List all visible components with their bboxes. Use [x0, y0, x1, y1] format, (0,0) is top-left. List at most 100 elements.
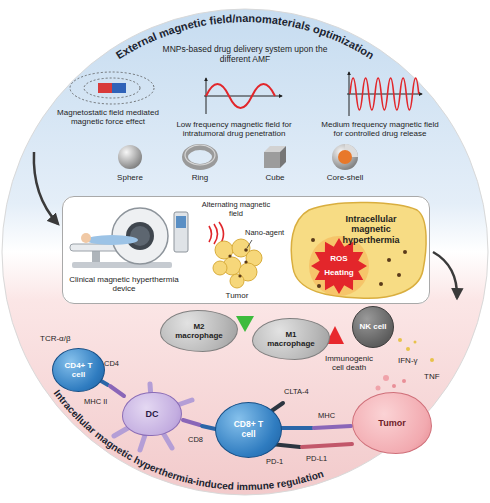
- console-screen: [176, 216, 186, 228]
- nanoparticle: [244, 260, 247, 263]
- node-text: Clinical magnetic hyperthermia device: [67, 275, 181, 293]
- cell-debris: [392, 384, 396, 388]
- text-label: CD8: [188, 436, 218, 445]
- bed-leg: [92, 250, 100, 262]
- nk-cell: NK cell: [352, 306, 394, 348]
- cell-membrane: [291, 202, 426, 298]
- device-panel: Clinical magnetic hyperthermia device Alt…: [62, 196, 430, 304]
- text-label: PD-L1: [306, 455, 342, 464]
- node-text: M2 macrophage: [173, 322, 226, 340]
- field-wave: [209, 226, 212, 242]
- field-wave: [214, 224, 218, 244]
- node-text: ROS: [319, 254, 359, 263]
- cell-debris: [383, 375, 389, 381]
- device-base: [72, 262, 172, 268]
- cytokine-dot: [430, 358, 434, 362]
- node-text: NK cell: [359, 322, 386, 331]
- nanoparticle: [379, 282, 383, 286]
- ros-burst: [311, 238, 367, 294]
- node-text: Heating: [319, 268, 359, 277]
- text-label: CLTA-4: [284, 388, 324, 397]
- wave-axis: [349, 72, 350, 116]
- mhc-receptor: [183, 420, 200, 425]
- node-text: Alternating magnetic field: [201, 201, 271, 218]
- cytokine-dot: [406, 347, 410, 351]
- magnet-north: [98, 83, 112, 93]
- node-text: M1 macrophage: [265, 330, 318, 348]
- node-text: Tumor: [215, 291, 259, 300]
- nanoparticle: [317, 284, 321, 288]
- nanoparticle: [397, 273, 401, 277]
- mhc-receptor: [314, 426, 351, 428]
- text-label: Immunogenic cell death: [318, 354, 380, 372]
- text-label: Sphere: [105, 173, 155, 182]
- cytokine-dot: [398, 338, 402, 342]
- text-label: MNPs-based drug delivery system upon the…: [160, 45, 330, 65]
- patient-head: [81, 233, 91, 243]
- nanoparticle: [244, 248, 248, 252]
- text-label: IFN-γ: [398, 356, 428, 365]
- tumor-cell-small: [230, 274, 244, 288]
- magnet-south: [112, 83, 126, 93]
- text-label: PD-1: [266, 458, 292, 467]
- ground-circle: [2, 9, 488, 495]
- text-label: TNF: [424, 372, 450, 381]
- tcr-receptor: [277, 426, 312, 430]
- node-text: CD8+ T cell: [226, 420, 271, 440]
- nanoparticle: [238, 274, 241, 277]
- dc-dendrites: [114, 384, 192, 450]
- cube-face: [280, 146, 286, 168]
- text-label: CD4: [104, 360, 134, 369]
- macrophage-cell: M2 macrophage: [160, 310, 238, 352]
- flow-arrow: [34, 152, 58, 224]
- nanoparticle: [311, 238, 315, 242]
- tumor-cell-small: [215, 241, 233, 259]
- t-cell: CD8+ T cell: [215, 402, 282, 458]
- wave-axis: [347, 94, 422, 95]
- panel-ground: [62, 196, 430, 304]
- sphere-particle: [118, 145, 142, 169]
- mhc-ii-receptor: [110, 386, 124, 396]
- low-frequency-wave: [206, 84, 275, 108]
- tumor-cell-small: [213, 261, 227, 275]
- patient-body: [86, 235, 138, 245]
- node-text: Tumor: [378, 418, 405, 428]
- cytokine-dot: [414, 341, 417, 344]
- gantry-bore: [126, 222, 154, 250]
- node-text: DC: [146, 409, 159, 419]
- core-shell-particle: [332, 144, 358, 170]
- hyperthermia-cell: Intracellular magnetic hyperthermiaROS He…: [289, 200, 427, 302]
- text-label: Magnetostatic field mediated magnetic fo…: [46, 108, 170, 126]
- nanoparticle: [403, 250, 407, 254]
- text-label: MHC: [318, 412, 348, 421]
- dendritic-cell: DC: [122, 392, 182, 436]
- text-label: Cube: [250, 173, 300, 182]
- field-line: [70, 72, 154, 104]
- text-label: Low frequency magnetic field for intratu…: [166, 120, 302, 138]
- flow-arrow: [433, 252, 457, 298]
- leader-line: [247, 240, 252, 248]
- particle-core: [338, 150, 352, 164]
- cell-debris: [376, 386, 381, 391]
- heat-glow: [309, 236, 369, 296]
- text-label: MHC II: [84, 398, 118, 407]
- device-console: [174, 212, 188, 252]
- medium-frequency-wave: [350, 78, 419, 110]
- arc-title-text: Intracellular magnetic hyperthermia-indu…: [52, 388, 325, 492]
- text-label: TCR-α/β: [40, 334, 90, 343]
- arc-title: Intracellular magnetic hyperthermia-indu…: [52, 388, 325, 492]
- node-text: Intracellular magnetic hyperthermia: [327, 214, 415, 245]
- macrophage-cell: M1 macrophage: [252, 318, 330, 360]
- t-cell: CD4+ T cell: [52, 348, 105, 392]
- gantry-bore-inner: [130, 226, 150, 246]
- wave-axis: [204, 96, 282, 97]
- decrease-triangle: [236, 316, 254, 332]
- ring-particle: [185, 147, 215, 167]
- ring-highlight: [185, 145, 215, 165]
- node-text: CD4+ T cell: [61, 361, 96, 379]
- nanoparticle: [387, 258, 391, 262]
- nanoparticle: [228, 254, 231, 257]
- pdl1-receptor: [302, 444, 352, 447]
- cube-face: [264, 152, 280, 168]
